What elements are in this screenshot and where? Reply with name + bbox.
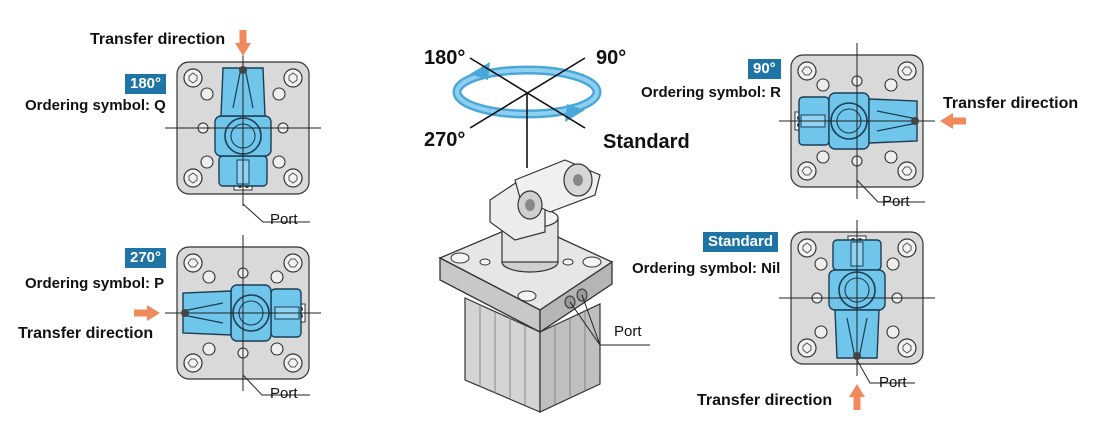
badge-270: 270°	[125, 248, 167, 268]
badge-90: 90°	[748, 59, 781, 79]
view-180	[164, 49, 322, 207]
transfer-arrow-90	[940, 113, 966, 129]
angle-label-180: 180°	[424, 47, 466, 69]
port-label-center: Port	[614, 323, 642, 340]
transfer-direction-label-270: Transfer direction	[18, 325, 154, 342]
view-270	[164, 234, 322, 392]
port-leader-90	[856, 179, 925, 203]
port-leader-180	[242, 203, 310, 223]
port-leader-standard	[856, 359, 915, 384]
badge-standard: Standard	[703, 232, 779, 252]
port-label-standard: Port	[879, 374, 907, 391]
transfer-direction-label-90: Transfer direction	[943, 95, 1079, 112]
transfer-arrow-standard	[849, 384, 865, 410]
ordering-symbol-270: Ordering symbol: P	[25, 275, 165, 292]
port-label-270: Port	[270, 385, 298, 402]
transfer-arrow-270	[134, 305, 160, 321]
transfer-direction-label-standard: Transfer direction	[697, 392, 833, 409]
port-leader-center	[569, 294, 650, 346]
ordering-symbol-90: Ordering symbol: R	[641, 84, 782, 101]
angle-label-standard: Standard	[603, 131, 690, 153]
port-leader-270	[242, 374, 310, 396]
badge-180: 180°	[125, 74, 167, 94]
view-standard	[778, 219, 936, 377]
port-label-90: Port	[882, 193, 910, 210]
view-90	[778, 42, 936, 200]
cylinder-3d	[438, 159, 614, 413]
rotation-indicator	[452, 57, 602, 168]
port-label-180: Port	[270, 211, 298, 228]
ordering-symbol-180: Ordering symbol: Q	[25, 97, 166, 114]
ordering-symbol-standard: Ordering symbol: Nil	[632, 260, 781, 277]
transfer-direction-label-180: Transfer direction	[90, 31, 226, 48]
angle-label-90: 90°	[596, 47, 627, 69]
transfer-arrow-180	[235, 30, 251, 56]
angle-label-270: 270°	[424, 129, 466, 151]
